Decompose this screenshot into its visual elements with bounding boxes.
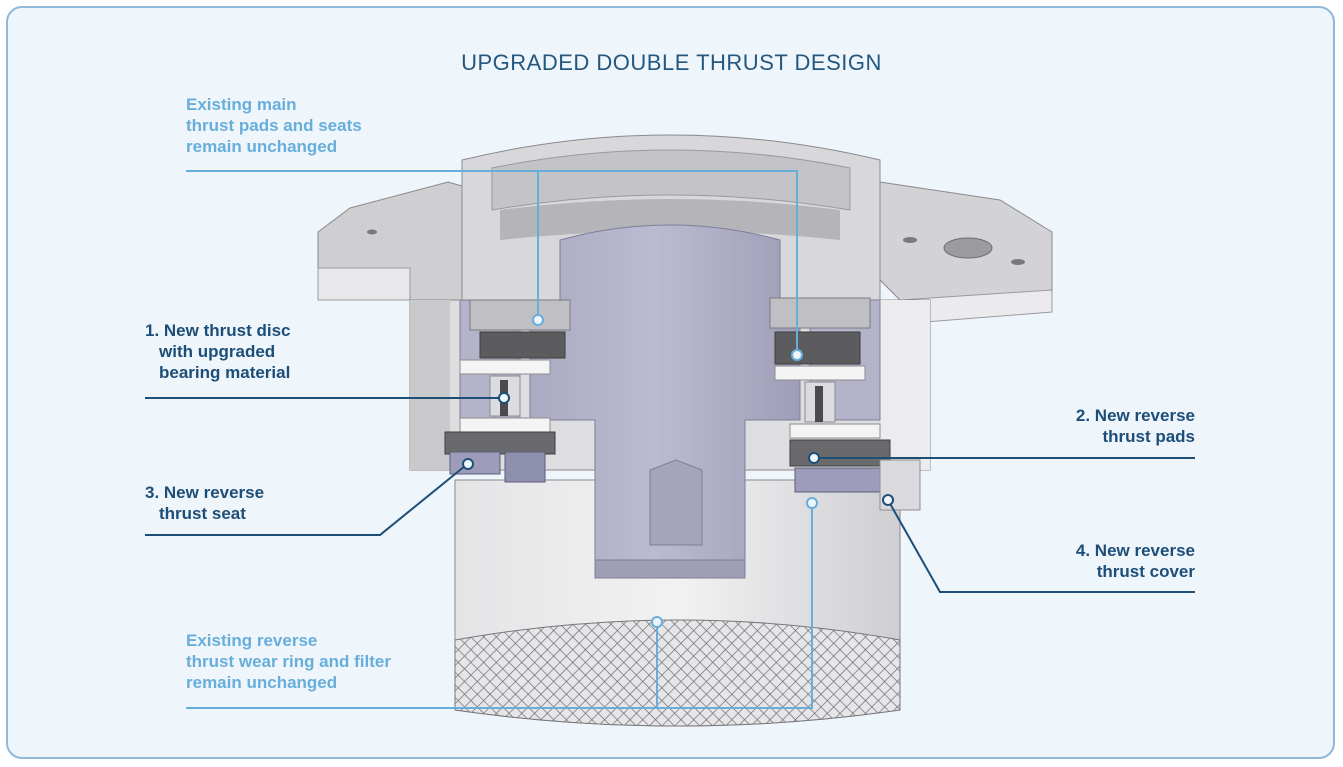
callout-new-reverse-thrust-cover: 4. New reverse thrust cover (995, 540, 1195, 582)
leader-lines-new (145, 397, 1195, 593)
callout-new-reverse-thrust-seat: 3. New reverse thrust seat (145, 482, 264, 524)
callout-existing-main-line-2: thrust pads and seats (186, 116, 362, 135)
callout-new-thrust-disc-line-1: 1. New thrust disc (145, 321, 291, 340)
callout-new-reverse-thrust-cover-line-1: 4. New reverse (1075, 541, 1195, 560)
callout-existing-reverse-line-3: remain unchanged (186, 673, 338, 692)
callout-existing-reverse-line-1: Existing reverse (186, 631, 318, 650)
leader-lines-existing (186, 170, 813, 709)
right-thrust-stack (769, 297, 921, 511)
callout-new-reverse-thrust-seat-line-2: thrust seat (159, 504, 246, 523)
callout-new-reverse-thrust-cover-line-2: thrust cover (1096, 562, 1195, 581)
callout-existing-reverse-line-2: thrust wear ring and filter (186, 652, 391, 671)
callout-existing-reverse: Existing reverse thrust wear ring and fi… (186, 630, 391, 693)
callout-new-reverse-thrust-pads-line-1: 2. New reverse (1075, 406, 1195, 425)
callout-new-thrust-disc-line-3: bearing material (159, 363, 291, 382)
callout-dots (462, 314, 894, 628)
callout-new-reverse-thrust-pads: 2. New reverse thrust pads (995, 405, 1195, 447)
callout-new-thrust-disc: 1. New thrust disc with upgraded bearing… (145, 320, 290, 383)
callout-existing-main: Existing main thrust pads and seats rema… (186, 94, 362, 157)
callout-new-reverse-thrust-seat-line-1: 3. New reverse (145, 483, 265, 502)
callout-existing-main-line-3: remain unchanged (186, 137, 338, 156)
mounting-flange (317, 181, 1053, 325)
callout-existing-main-line-1: Existing main (186, 95, 297, 114)
callout-new-thrust-disc-line-2: with upgraded (159, 342, 276, 361)
lower-can-filter (454, 479, 901, 727)
diagram-title: UPGRADED DOUBLE THRUST DESIGN (461, 50, 882, 75)
left-thrust-stack (444, 299, 571, 483)
callout-new-reverse-thrust-pads-line-2: thrust pads (1102, 427, 1195, 446)
